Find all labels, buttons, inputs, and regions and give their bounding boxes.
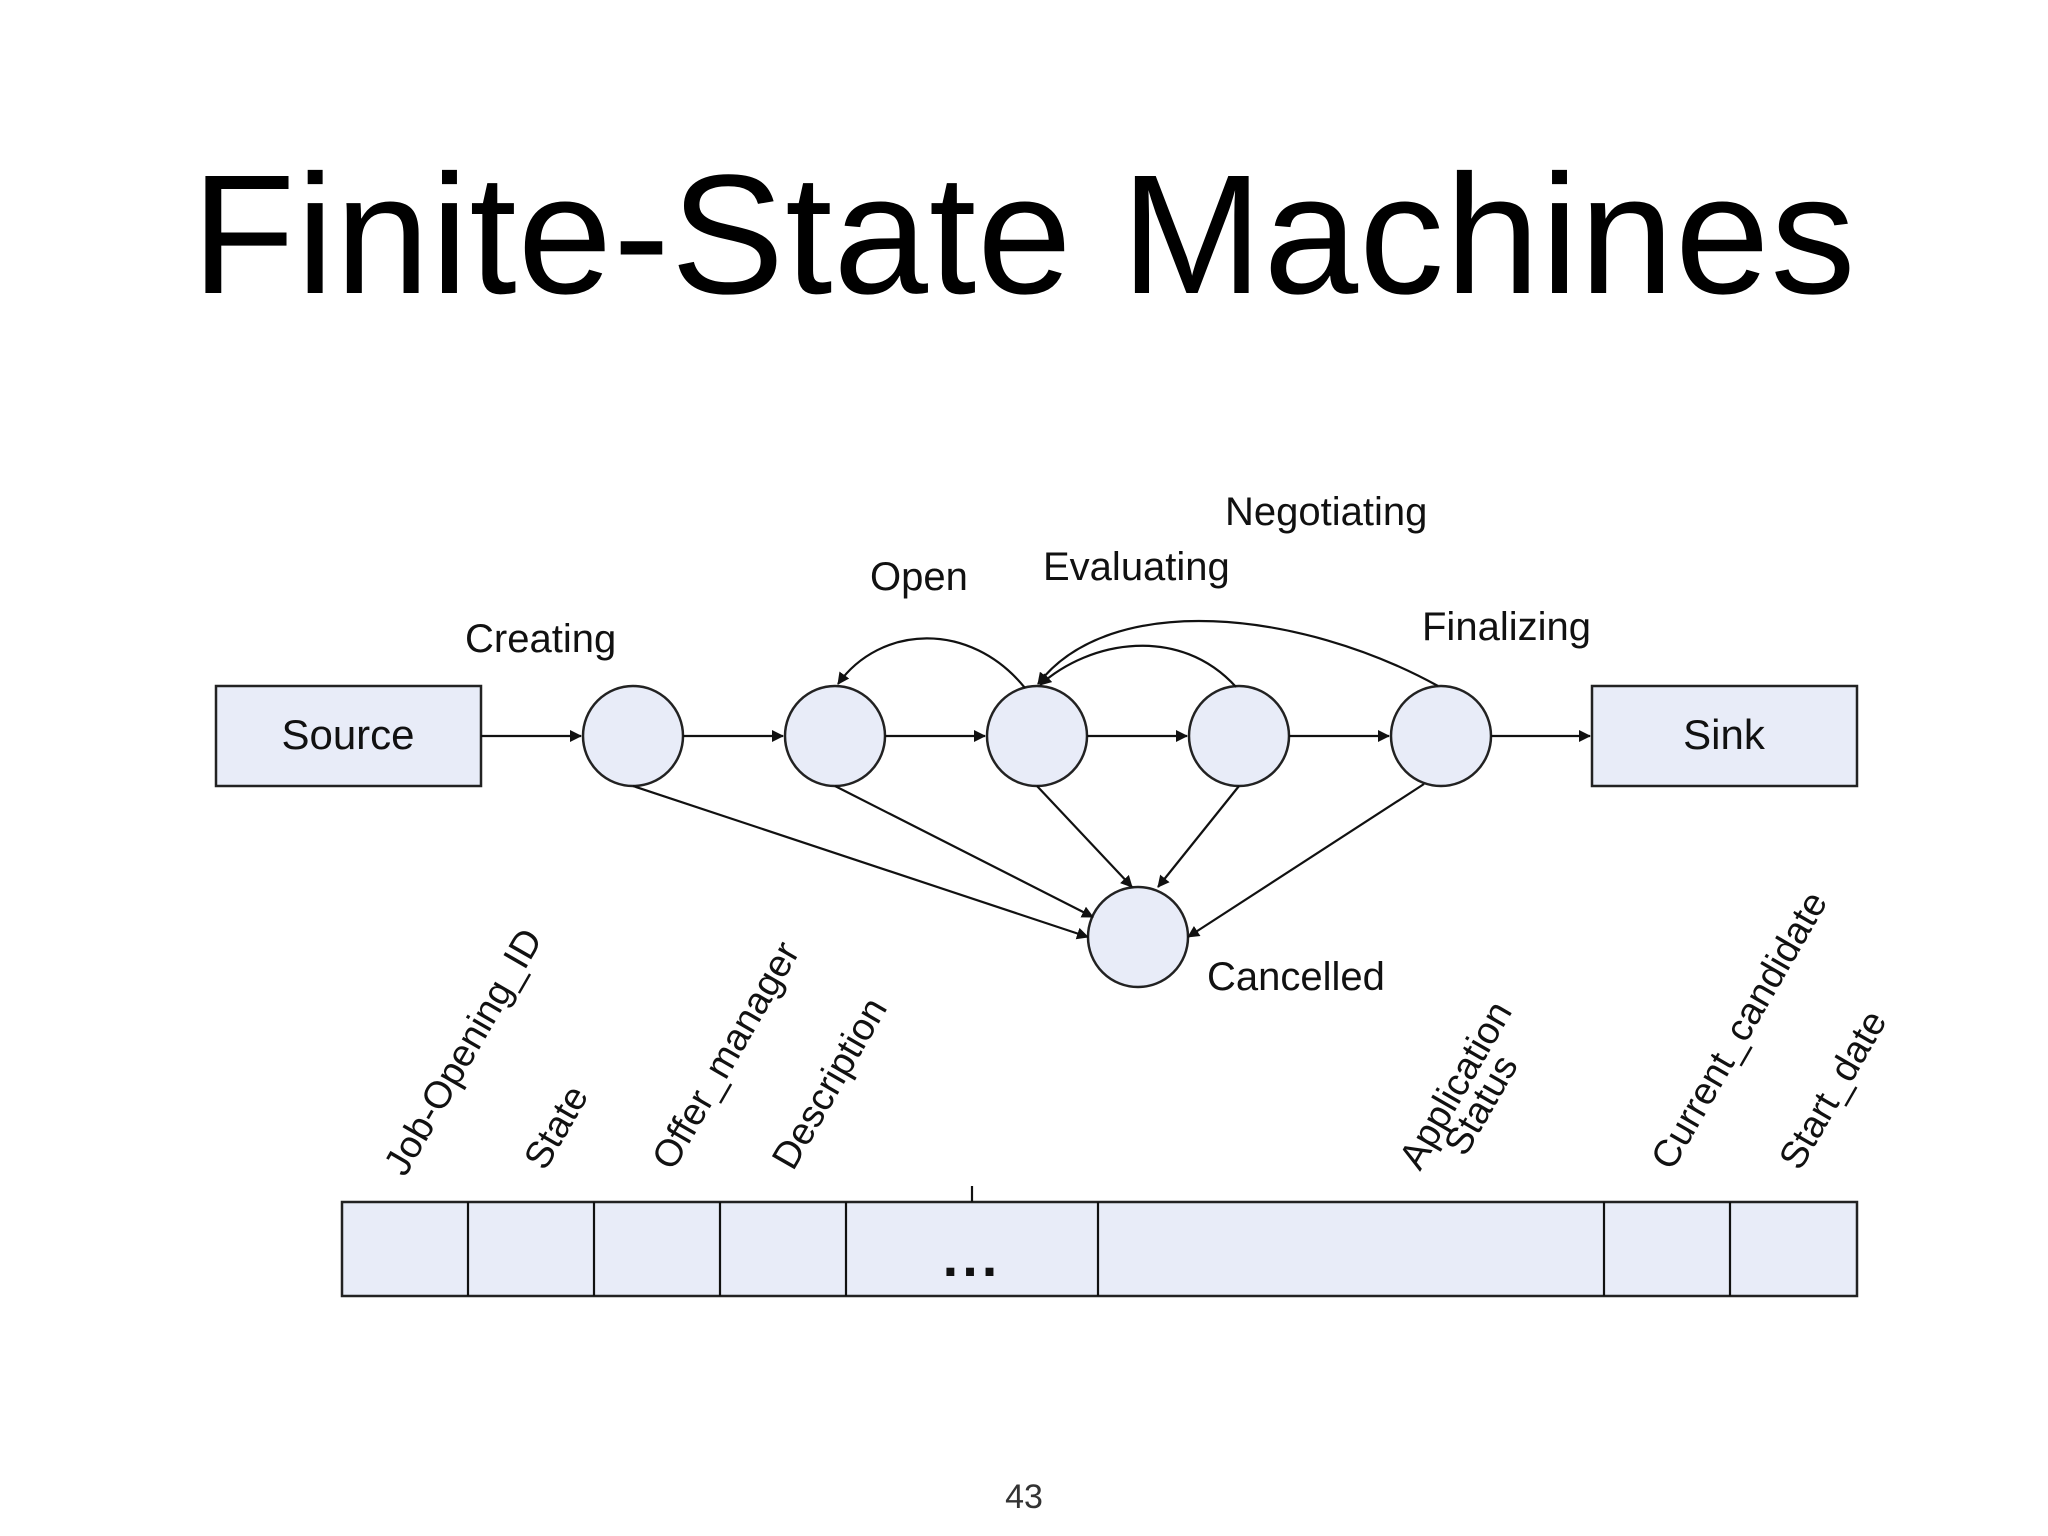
label-evaluating: Evaluating xyxy=(1043,545,1230,589)
state-cancelled xyxy=(1086,885,1190,989)
table-ellipsis: ... xyxy=(943,1225,1002,1288)
table-frame xyxy=(340,1200,1859,1298)
record-table: ... xyxy=(340,1186,1859,1298)
state-open xyxy=(783,684,887,788)
label-open: Open xyxy=(870,555,968,599)
label-creating: Creating xyxy=(465,617,616,661)
edge-evaluating-open-back xyxy=(837,637,1026,689)
label-cancelled: Cancelled xyxy=(1207,955,1385,999)
edge-creating-cancelled xyxy=(632,784,1089,940)
sink-node: Sink xyxy=(1590,684,1859,788)
edge-open-cancelled xyxy=(834,785,1094,918)
edge-negotiating-evaluating-back xyxy=(1039,644,1237,688)
state-negotiating xyxy=(1187,684,1291,788)
source-node: Source xyxy=(214,684,483,788)
state-finalizing xyxy=(1389,684,1493,788)
label-negotiating: Negotiating xyxy=(1225,490,1427,534)
label-finalizing: Finalizing xyxy=(1422,605,1591,649)
edge-finalizing-cancelled xyxy=(1187,783,1425,938)
edge-negotiating-cancelled xyxy=(1157,785,1240,888)
source-label: Source xyxy=(281,711,414,758)
state-evaluating xyxy=(985,684,1089,788)
col-label-description: Description xyxy=(764,991,895,1177)
col-label-state: State xyxy=(516,1079,597,1177)
edge-evaluating-cancelled xyxy=(1036,785,1133,888)
edge-finalizing-evaluating-back xyxy=(1037,619,1439,687)
slide-title: Finite-State Machines xyxy=(191,140,1857,330)
col-label-start-date: Start_date xyxy=(1771,1004,1895,1177)
page-number: 43 xyxy=(1005,1478,1043,1516)
sink-label: Sink xyxy=(1683,711,1766,758)
state-creating xyxy=(581,684,685,788)
